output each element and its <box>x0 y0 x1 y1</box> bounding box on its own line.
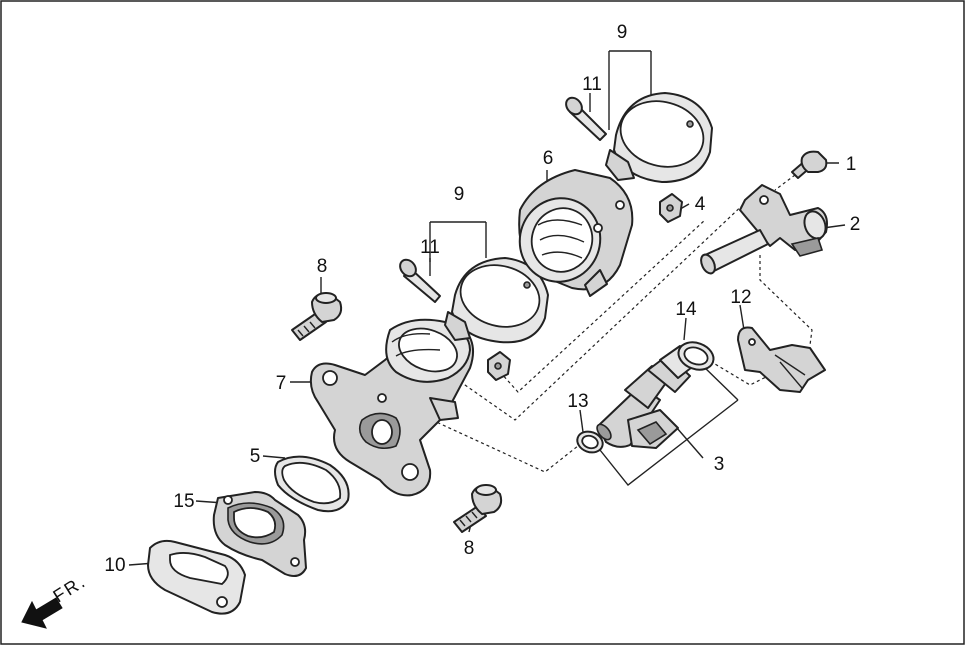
callout-15: 15 <box>173 491 194 512</box>
callout-13: 13 <box>567 391 588 412</box>
callout-5: 5 <box>250 446 261 467</box>
callout-9-upper: 9 <box>617 22 628 43</box>
part-7-intake-pipe <box>309 318 475 497</box>
callout-3: 3 <box>714 454 725 475</box>
callout-14: 14 <box>675 299 697 320</box>
callout-1: 1 <box>846 154 857 175</box>
part-6-connecting-boot <box>518 169 634 297</box>
part-4-nut-lower <box>487 351 511 381</box>
part-10-insulator-plate <box>147 539 246 615</box>
part-13-o-ring <box>576 430 604 454</box>
callout-4: 4 <box>695 194 706 215</box>
callout-7: 7 <box>276 373 287 394</box>
callout-11-lower: 11 <box>420 237 440 258</box>
callout-2: 2 <box>850 214 861 235</box>
part-11-screw-lower <box>399 258 441 303</box>
part-8-bolt-lower <box>453 484 503 533</box>
callout-12: 12 <box>730 287 751 308</box>
part-3-injector <box>596 345 697 449</box>
part-2-sensor <box>700 184 828 275</box>
front-direction-arrow-icon <box>21 597 63 629</box>
callout-8-upper: 8 <box>317 256 328 277</box>
part-12-retaining-clip <box>737 326 826 393</box>
part-9-clamp-lower <box>444 257 549 344</box>
part-11-screw-upper <box>565 96 607 141</box>
part-1-screw <box>791 150 828 179</box>
callout-6: 6 <box>543 148 554 169</box>
part-8-bolt-upper <box>291 292 343 341</box>
part-14-o-ring <box>677 341 715 371</box>
callout-8-lower: 8 <box>464 538 475 559</box>
callout-11-upper: 11 <box>582 74 602 95</box>
part-5-o-ring <box>274 455 350 513</box>
part-4-nut-upper <box>659 193 683 223</box>
part-15-insulator-flange <box>212 491 307 577</box>
callout-labels: 1 2 3 4 5 6 7 8 8 9 9 10 11 11 12 13 14 … <box>104 22 860 576</box>
part-9-clamp-upper <box>605 92 713 183</box>
callout-10: 10 <box>104 555 125 576</box>
callout-9-lower: 9 <box>454 184 465 205</box>
